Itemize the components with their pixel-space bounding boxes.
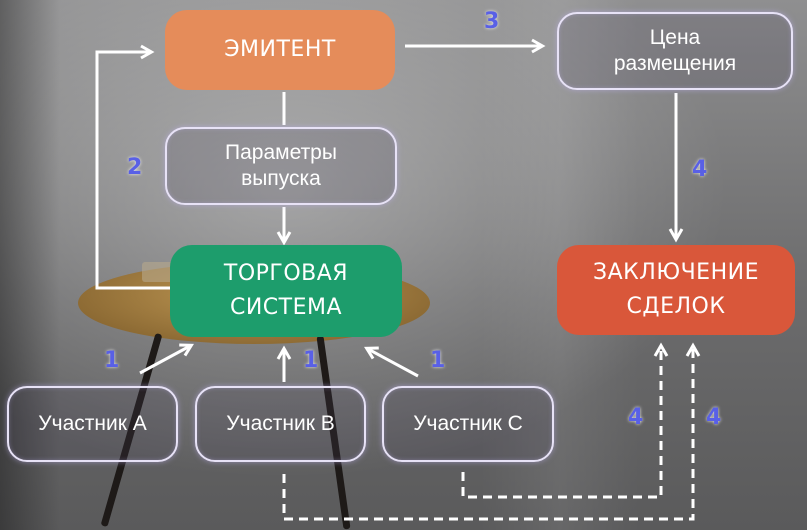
dashed-arrow-participant-c-to-deals <box>461 342 669 499</box>
trading-system-label: ТОРГОВАЯ СИСТЕМА <box>223 260 349 320</box>
step-number-1: 1 <box>104 348 120 373</box>
participant-b-box: Участник В <box>195 386 366 462</box>
step-number-1: 1 <box>303 348 319 373</box>
step-number-3: 3 <box>484 9 500 34</box>
placement-price-box: Цена размещения <box>557 12 793 90</box>
participant-c-box: Участник С <box>382 386 554 462</box>
participant-b-label: Участник В <box>226 411 335 435</box>
issuer-label: ЭМИТЕНТ <box>224 37 336 63</box>
step-number-1: 1 <box>430 348 446 373</box>
dashed-arrow-participant-b-to-deals <box>282 342 701 521</box>
step-number-4: 4 <box>628 405 644 430</box>
deal-closing-box: ЗАКЛЮЧЕНИЕ СДЕЛОК <box>557 245 795 335</box>
trading-system-box: ТОРГОВАЯ СИСТЕМА <box>170 245 402 337</box>
step-number-4: 4 <box>706 405 722 430</box>
participant-a-box: Участник А <box>7 386 178 462</box>
participant-a-label: Участник А <box>38 411 147 435</box>
issue-parameters-box: Параметры выпуска <box>165 127 397 205</box>
deal-closing-label: ЗАКЛЮЧЕНИЕ СДЕЛОК <box>593 259 759 319</box>
step-number-2: 2 <box>127 155 143 180</box>
issue-parameters-label: Параметры выпуска <box>225 140 337 190</box>
issuer-box: ЭМИТЕНТ <box>165 10 395 90</box>
participant-c-label: Участник С <box>413 411 523 435</box>
placement-price-label: Цена размещения <box>613 25 737 75</box>
arrow-participant-c-to-trading <box>364 346 419 378</box>
arrow-participant-a-to-trading <box>139 343 194 375</box>
arrow-trading-to-issuer <box>95 44 172 290</box>
step-number-4: 4 <box>692 157 708 182</box>
